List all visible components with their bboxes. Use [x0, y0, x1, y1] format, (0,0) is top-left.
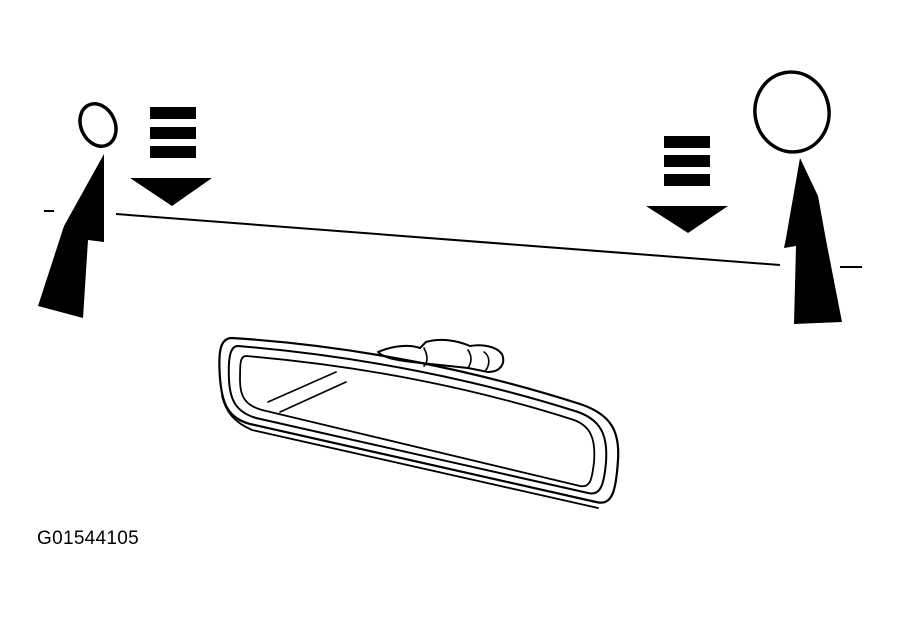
mirror-glare — [267, 371, 337, 403]
mirror-glass — [239, 355, 596, 488]
mirror-mount-joint — [423, 347, 490, 371]
mirror-inner-frame — [227, 345, 608, 495]
dashed-down-arrow-icon — [130, 107, 212, 206]
pull-arrow-icon — [38, 154, 104, 318]
circle-marker-icon — [753, 70, 831, 154]
mirror-glare — [279, 381, 347, 413]
rear-view-mirror — [218, 336, 620, 509]
mirror-edge — [221, 395, 599, 509]
dashed-down-arrow-icon — [646, 136, 728, 233]
windshield-line — [115, 213, 781, 266]
mirror-mount — [377, 338, 505, 373]
pull-arrow-icon — [784, 158, 842, 324]
figure-code: G01544105 — [37, 528, 140, 549]
circle-marker-icon — [78, 102, 118, 148]
